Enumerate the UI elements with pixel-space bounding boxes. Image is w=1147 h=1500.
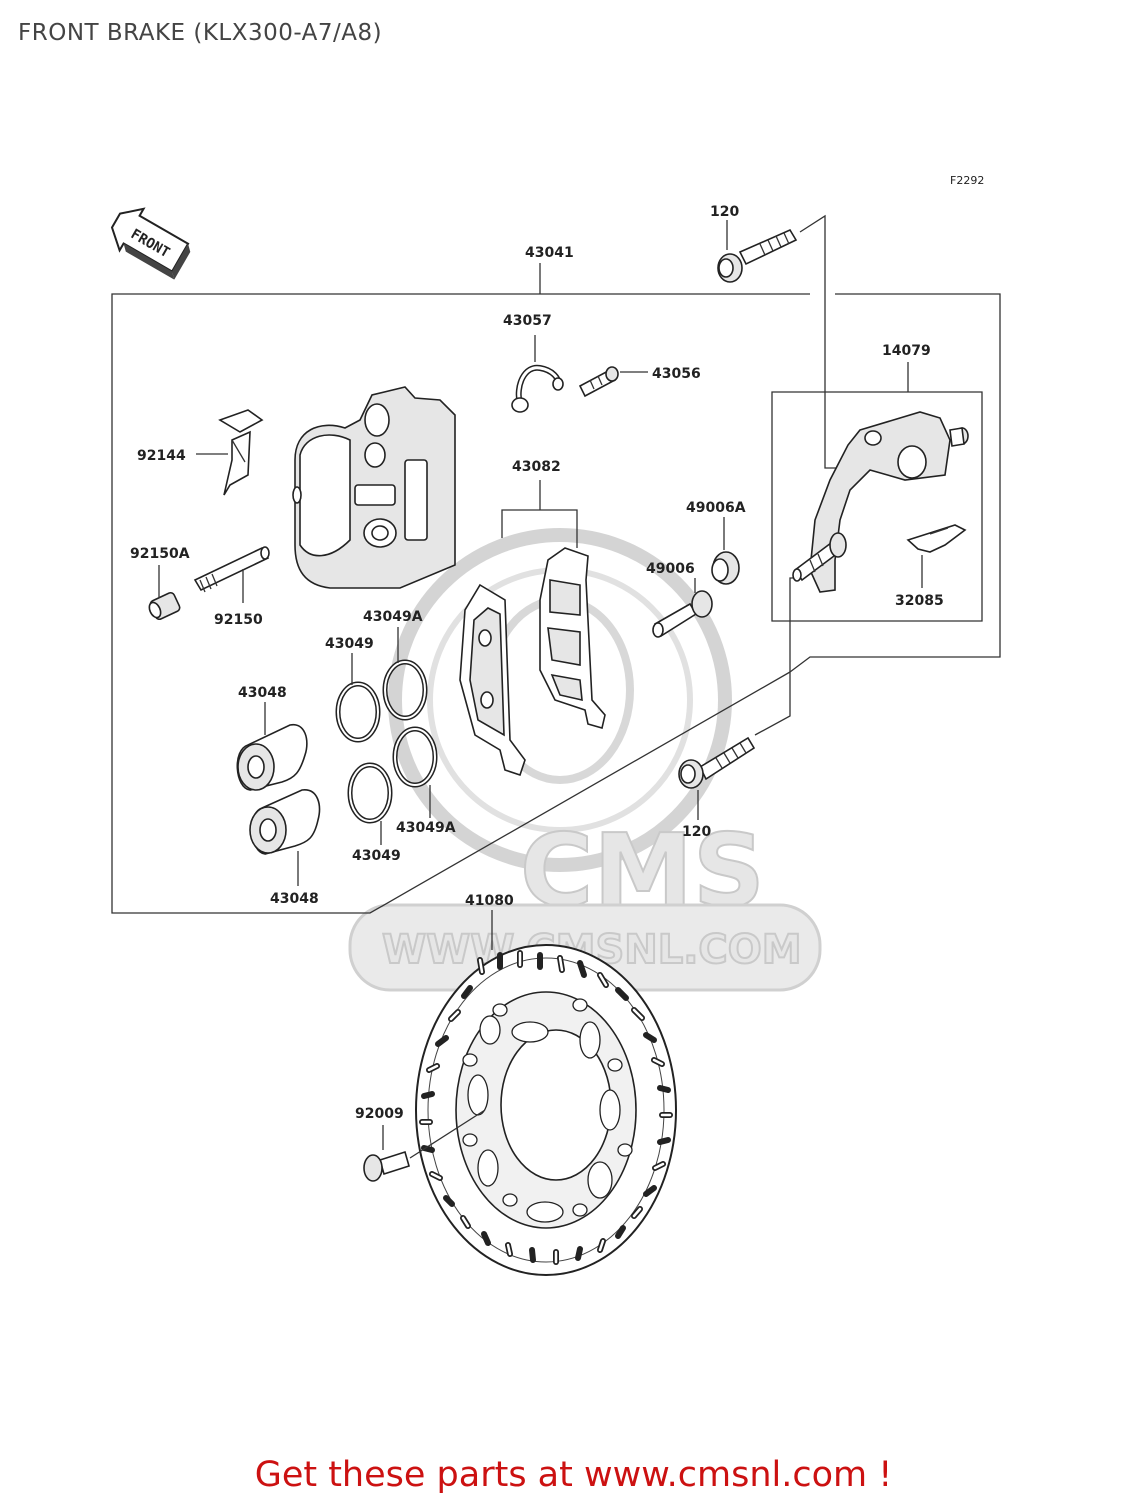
callout-120-top: 120 [710,204,739,220]
caliper-body [292,386,456,589]
bleeder-valve-43056 [578,366,648,398]
callout-43082: 43082 [512,459,561,475]
callout-43057: 43057 [503,313,552,329]
callout-41080: 41080 [465,893,514,909]
bolt-120-bottom-leader [754,577,800,736]
brake-pads-43082 [459,480,606,777]
parts-diagram: CMS WWW.CMSNL.COM F2292 FRONT [110,174,1001,1276]
brake-disc-41080 [415,910,677,1276]
bolt-120-bottom [678,736,756,789]
callout-92009: 92009 [355,1106,404,1122]
footer-link[interactable]: Get these parts at www.cmsnl.com ! [254,1455,893,1495]
callout-92150A: 92150A [130,546,190,562]
clip-32085 [906,524,967,588]
pad-spring-92144 [196,409,264,496]
callout-43041: 43041 [525,245,574,261]
callout-92150: 92150 [214,612,263,628]
figure-code: F2292 [950,174,984,187]
disc-bolt-92009 [363,1109,486,1182]
piston-seals [335,627,438,845]
bleeder-pipe-43057 [511,335,564,413]
callout-49006A: 49006A [686,500,746,516]
front-direction-icon: FRONT [110,207,191,280]
boot-49006A [711,517,740,585]
callout-43056: 43056 [652,366,701,382]
callout-43049A-bottom: 43049A [396,820,456,836]
callout-120-bottom: 120 [682,824,711,840]
page-title: FRONT BRAKE (KLX300-A7/A8) [18,20,383,46]
caliper-bracket-14079 [792,411,969,593]
bolt-120-top-leader [799,214,840,469]
callout-43049A-top: 43049A [363,609,423,625]
pistons-43048 [236,702,321,886]
caliper-assembly-frame [111,263,1001,914]
bolt-120-top [717,228,798,283]
callout-43049-top: 43049 [325,636,374,652]
callout-14079: 14079 [882,343,931,359]
callout-43048-bottom: 43048 [270,891,319,907]
callout-49006: 49006 [646,561,695,577]
callout-43049-bottom: 43049 [352,848,401,864]
pin-plug-92150A [148,565,181,621]
callout-43048-top: 43048 [238,685,287,701]
watermark-url: WWW.CMSNL.COM [382,927,802,973]
callout-92144: 92144 [137,448,186,464]
callout-32085: 32085 [895,593,944,609]
bracket-assembly-frame [771,362,983,622]
pad-pin-92150 [193,546,270,603]
guide-pin-49006 [652,578,713,638]
